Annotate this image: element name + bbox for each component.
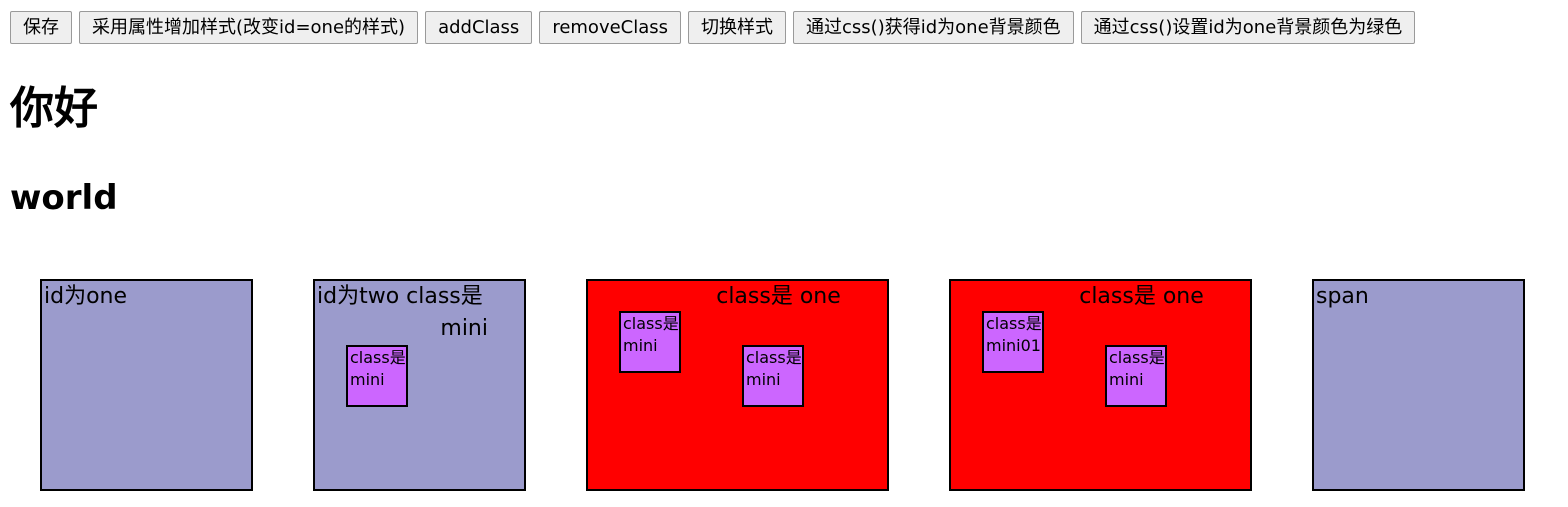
box-span: span	[1312, 279, 1525, 491]
mini-box-line1: class是	[746, 348, 802, 367]
mini01-box: class是 mini01	[982, 311, 1044, 373]
mini-box-line1: class是	[623, 314, 679, 333]
box-class-one-b: class是 one class是 mini01 class是 mini	[949, 279, 1252, 491]
mini-box-line1: class是	[1109, 348, 1165, 367]
remove-class-button[interactable]: removeClass	[539, 11, 682, 44]
toggle-style-button[interactable]: 切换样式	[688, 11, 787, 44]
mini-box-line2: mini	[350, 370, 385, 389]
heading-hello: 你好	[10, 83, 98, 134]
mini-box: class是 mini	[346, 345, 408, 407]
toolbar: 保存 采用属性增加样式(改变id=one的样式) addClass remove…	[10, 11, 1416, 44]
box-id-two: id为two class是 mini class是 mini	[313, 279, 526, 491]
get-bg-color-button[interactable]: 通过css()获得id为one背景颜色	[793, 11, 1074, 44]
box-one-label: id为one	[44, 284, 128, 309]
mini01-box-line1: class是	[986, 314, 1042, 333]
box-class-one-b-label: class是 one	[1079, 284, 1204, 309]
box-class-one-a: class是 one class是 mini class是 mini	[586, 279, 889, 491]
attr-style-button[interactable]: 采用属性增加样式(改变id=one的样式)	[79, 11, 419, 44]
mini-box-line1: class是	[350, 348, 406, 367]
save-button[interactable]: 保存	[10, 11, 72, 44]
box-two-label-line1: id为two class是	[317, 284, 483, 309]
add-class-button[interactable]: addClass	[425, 11, 533, 44]
mini01-box-line2: mini01	[986, 336, 1041, 355]
box-class-one-a-label: class是 one	[716, 284, 841, 309]
mini-box-line2: mini	[623, 336, 658, 355]
mini-box-line2: mini	[746, 370, 781, 389]
mini-box: class是 mini	[742, 345, 804, 407]
box-id-one: id为one	[40, 279, 253, 491]
heading-world: world	[10, 178, 118, 218]
mini-box-line2: mini	[1109, 370, 1144, 389]
mini-box: class是 mini	[619, 311, 681, 373]
box-two-label-line2: mini	[440, 316, 488, 341]
set-bg-color-button[interactable]: 通过css()设置id为one背景颜色为绿色	[1080, 11, 1416, 44]
box-span-label: span	[1316, 284, 1369, 309]
mini-box: class是 mini	[1105, 345, 1167, 407]
